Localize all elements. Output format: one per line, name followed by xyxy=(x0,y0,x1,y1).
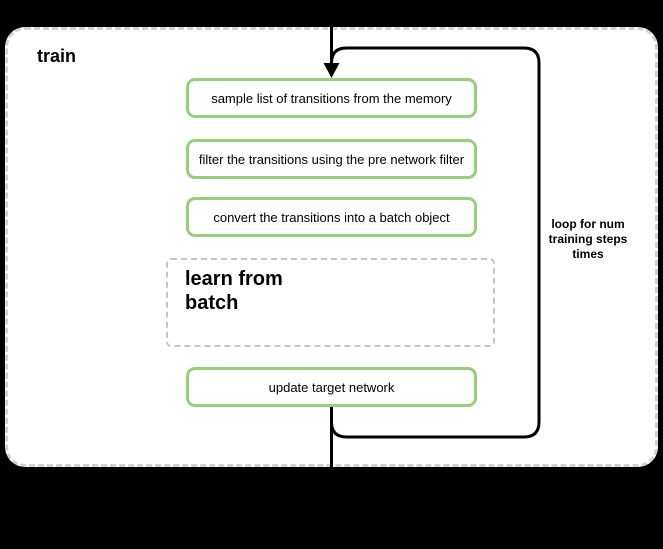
loop-annotation-line: times xyxy=(572,247,604,261)
step-label: sample list of transitions from the memo… xyxy=(211,90,452,106)
step-box-update-target-network: update target network xyxy=(186,367,477,407)
step-label: update target network xyxy=(268,379,395,395)
group-title: train xyxy=(37,46,77,66)
loop-annotation-line: loop for num xyxy=(551,217,625,231)
loop-annotation: loop for num training steps times xyxy=(540,217,636,262)
step-box-convert-to-batch: convert the transitions into a batch obj… xyxy=(186,197,477,237)
subprocess-label-line: batch xyxy=(185,292,239,314)
step-label: filter the transitions using the pre net… xyxy=(198,151,465,167)
step-label: convert the transitions into a batch obj… xyxy=(213,209,450,225)
subprocess-label-line: learn from xyxy=(185,268,283,290)
step-box-filter-transitions: filter the transitions using the pre net… xyxy=(186,139,477,179)
subprocess-box-learn-from-batch: learn from batch xyxy=(166,258,495,347)
step-box-sample-transitions: sample list of transitions from the memo… xyxy=(186,78,477,118)
loop-annotation-line: training steps xyxy=(548,232,628,246)
